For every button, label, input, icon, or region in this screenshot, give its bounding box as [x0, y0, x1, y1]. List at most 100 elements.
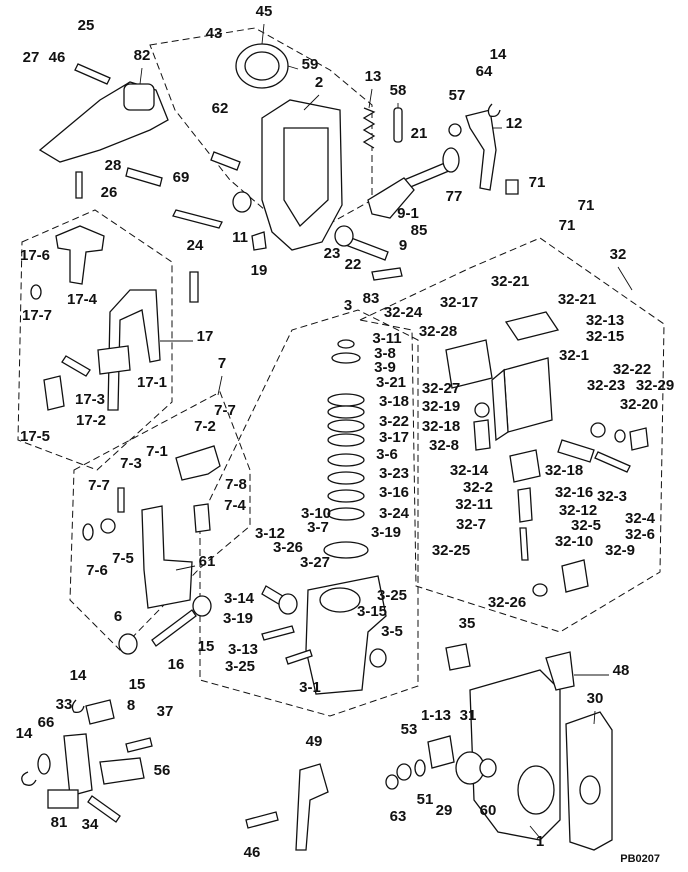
callout-label: 32-19: [422, 398, 460, 415]
callout-label: 3-6: [376, 446, 398, 463]
callout-label: 7-6: [86, 562, 108, 579]
callout-label: 43: [206, 25, 223, 42]
seal-51: [414, 759, 426, 777]
callout-label: 1-13: [421, 707, 451, 724]
callout-label: 58: [390, 82, 407, 99]
callout-label: 32-2: [463, 479, 493, 496]
lever-7-2: [175, 445, 221, 481]
lever-7-1: [141, 505, 193, 609]
spring-69: [172, 209, 223, 229]
callout-label: 32-24: [384, 304, 423, 321]
leader-2: [303, 94, 320, 111]
nut-3-11: [337, 339, 355, 349]
callout-label: 3-5: [381, 623, 403, 640]
bushing-32-19: [474, 402, 490, 418]
callout-label: 7-2: [194, 418, 216, 435]
leader-13: [368, 88, 373, 109]
leader-45: [261, 23, 265, 45]
callout-label: 27: [23, 49, 40, 66]
callout-label: 46: [49, 49, 66, 66]
callout-label: 30: [587, 690, 604, 707]
lever-17-4: [55, 225, 105, 285]
collar-3-26: [278, 593, 298, 615]
callout-label: 13: [365, 68, 382, 85]
leader-59: [287, 65, 299, 70]
callout-label: 25: [78, 17, 95, 34]
callout-label: 7-1: [146, 443, 168, 460]
spring-32-11: [517, 487, 533, 523]
group-7-outline: [69, 391, 251, 651]
callout-label: 32-4: [625, 510, 656, 527]
callout-label: 23: [324, 245, 341, 262]
callout-label: 83: [363, 290, 380, 307]
callout-label: 32-18: [422, 418, 460, 435]
callout-label: 15: [129, 676, 146, 693]
spring-34: [87, 795, 121, 823]
clip-14-top: [487, 103, 501, 118]
callout-label: 2: [315, 74, 323, 91]
callout-label: 53: [401, 721, 418, 738]
bolt-71: [505, 179, 519, 195]
washer-32-26: [532, 583, 548, 597]
callout-label: 17-3: [75, 391, 105, 408]
callout-label: 3-1: [299, 679, 321, 696]
callout-label: 8: [127, 697, 135, 714]
callout-label: 12: [506, 115, 523, 132]
callout-label: 32-12: [559, 502, 597, 519]
rod-16: [151, 609, 197, 647]
callout-label: 28: [105, 157, 122, 174]
screw-46-bottom: [245, 811, 279, 829]
callout-label: 7-7: [88, 477, 110, 494]
leader-1: [529, 825, 541, 839]
callout-label: 32-21: [491, 273, 529, 290]
solenoid-32-1: [503, 357, 553, 433]
bracket-32-9: [561, 559, 589, 593]
pin-58: [393, 107, 403, 143]
group-3-outline: [199, 309, 419, 717]
callout-label: 32-1: [559, 347, 589, 364]
callout-label: 32-16: [555, 484, 593, 501]
callout-label: 16: [168, 656, 185, 673]
callout-label: 3-24: [379, 505, 410, 522]
callout-label: 32-15: [586, 328, 624, 345]
bushing-32-18: [473, 419, 491, 451]
callout-label: 9: [399, 237, 407, 254]
callout-label: 24: [187, 237, 204, 254]
screw-62: [210, 151, 241, 171]
governor-cover-window: [283, 127, 329, 228]
callout-label: 3-19: [371, 524, 401, 541]
spring-13: [362, 107, 376, 149]
rod-32-5: [519, 527, 529, 561]
callout-label: 3-16: [379, 484, 409, 501]
callout-label: 85: [411, 222, 428, 239]
bushing-11: [232, 191, 252, 213]
spring-stack-3-18b: [327, 405, 365, 419]
callout-label: 32-22: [613, 361, 651, 378]
link-56: [99, 757, 145, 785]
callout-label: 35: [459, 615, 476, 632]
callout-label: 1: [536, 833, 544, 850]
spring-stack-3-18: [327, 393, 365, 407]
gasket-30-hole: [579, 775, 601, 805]
callout-label: 56: [154, 762, 171, 779]
pin-3-13: [261, 625, 295, 641]
callout-label: 32-21: [558, 291, 596, 308]
spring-stack-3-24: [327, 507, 365, 521]
bracket-48: [545, 651, 575, 691]
plug-1-13: [427, 735, 455, 769]
clip-14-upper: [71, 699, 85, 714]
callout-label: 32-5: [571, 517, 601, 534]
callout-label: 61: [199, 553, 216, 570]
callout-label: 17-5: [20, 428, 50, 445]
washer-32-29: [614, 429, 626, 443]
leader-32: [617, 266, 633, 291]
callout-label: 3-27: [300, 554, 330, 571]
callout-label: 7-5: [112, 550, 134, 567]
screw-28: [125, 167, 163, 187]
callout-label: 3: [344, 297, 352, 314]
callout-label: 32-29: [636, 377, 674, 394]
callout-label: 32-7: [456, 516, 486, 533]
callout-label: 7-3: [120, 455, 142, 472]
